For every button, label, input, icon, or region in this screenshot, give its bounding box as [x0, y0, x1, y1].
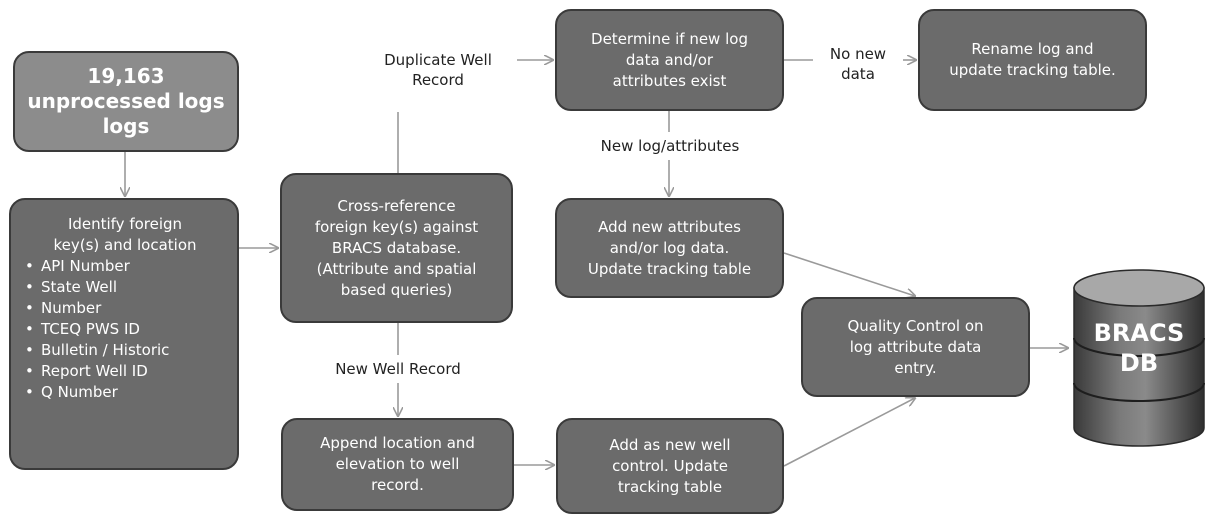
- identify-title-line-2: key(s) and location: [53, 236, 197, 254]
- add-well-line-2: control. Update: [612, 456, 728, 475]
- start-line-3: logs: [102, 114, 150, 138]
- database-label: BRACS DB: [1074, 318, 1204, 378]
- add-well-line-1: Add as new well: [609, 435, 731, 454]
- rename-line-1: Rename log and: [971, 40, 1094, 58]
- database-line-1: BRACS: [1093, 319, 1185, 347]
- identifier-report-well-id: Report Well ID: [23, 361, 227, 382]
- duplicate-line-1: Duplicate Well: [384, 51, 492, 69]
- rename-line-2: update tracking table.: [949, 61, 1116, 79]
- start-line-2: unprocessed logs: [27, 89, 225, 113]
- identify-foreign-keys-box: Identify foreign key(s) and location API…: [9, 198, 239, 470]
- determine-line-2: data and/or: [625, 50, 714, 69]
- label-duplicate-well-record: Duplicate Well Record: [358, 50, 518, 90]
- label-no-new-data: No new data: [810, 44, 906, 84]
- rename-log-box: Rename log and update tracking table.: [918, 9, 1147, 111]
- database-cylinder-icon: [1073, 269, 1205, 447]
- arrow-addwell-to-quality: [783, 398, 915, 467]
- quality-line-3: entry.: [894, 358, 937, 377]
- append-line-2: elevation to well: [335, 455, 460, 473]
- quality-line-1: Quality Control on: [847, 316, 984, 335]
- determine-new-data-box: Determine if new log data and/or attribu…: [555, 9, 784, 111]
- determine-line-3: attributes exist: [612, 71, 727, 90]
- crossref-line-1: Cross-reference: [337, 196, 456, 215]
- quality-line-2: log attribute data: [849, 337, 982, 356]
- no-new-line-2: data: [841, 65, 875, 83]
- arrow-addattributes-to-quality: [783, 252, 915, 296]
- label-new-well-record: New Well Record: [335, 360, 461, 378]
- unprocessed-logs-box: 19,163 unprocessed logs logs: [13, 51, 239, 152]
- identifier-api-number: API Number: [23, 256, 227, 277]
- identifier-list: API Number State Well Number TCEQ PWS ID…: [23, 256, 227, 403]
- add-well-line-3: tracking table: [617, 477, 723, 496]
- duplicate-line-2: Record: [412, 71, 464, 89]
- identifier-state-well: State Well: [23, 277, 227, 298]
- add-attributes-box: Add new attributes and/or log data. Upda…: [555, 198, 784, 298]
- crossref-line-5: based queries): [340, 280, 453, 299]
- append-line-3: record.: [371, 476, 424, 494]
- identify-title-line-1: Identify foreign: [67, 215, 183, 233]
- no-new-line-1: No new: [829, 45, 887, 63]
- add-attributes-line-1: Add new attributes: [598, 217, 741, 236]
- database-line-2: DB: [1119, 349, 1159, 377]
- identifier-q-number: Q Number: [23, 382, 227, 403]
- append-location-box: Append location and elevation to well re…: [281, 418, 514, 511]
- identifier-tceq-pws-id: TCEQ PWS ID: [23, 319, 227, 340]
- cross-reference-box: Cross-reference foreign key(s) against B…: [280, 173, 513, 323]
- crossref-line-4: (Attribute and spatial: [316, 259, 477, 278]
- add-new-well-box: Add as new well control. Update tracking…: [556, 418, 784, 514]
- quality-control-box: Quality Control on log attribute data en…: [801, 297, 1030, 397]
- identifier-state-well-continued: Number: [23, 298, 227, 319]
- add-attributes-line-3: Update tracking table: [587, 259, 752, 278]
- label-new-log-attributes: New log/attributes: [600, 137, 740, 155]
- start-line-1: 19,163: [87, 64, 165, 88]
- append-line-1: Append location and: [320, 434, 475, 452]
- crossref-line-3: BRACS database.: [331, 238, 462, 257]
- determine-line-1: Determine if new log: [591, 29, 748, 48]
- add-attributes-line-2: and/or log data.: [609, 238, 730, 257]
- identifier-bulletin-historic: Bulletin / Historic: [23, 340, 227, 361]
- crossref-line-2: foreign key(s) against: [314, 217, 479, 236]
